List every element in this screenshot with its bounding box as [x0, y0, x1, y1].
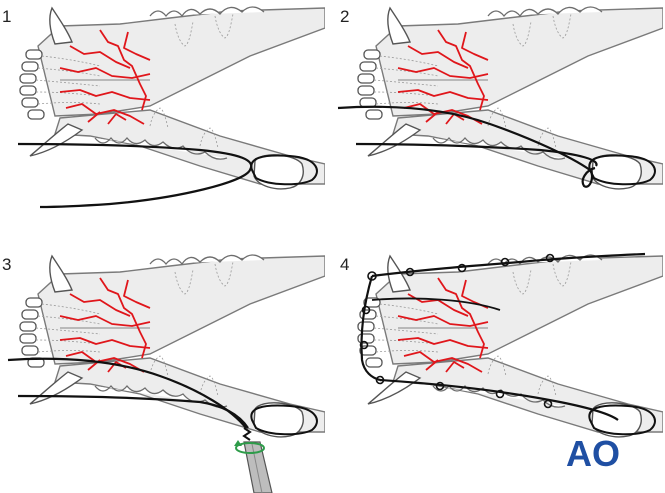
wire [355, 142, 598, 167]
panel-label: 3 [2, 255, 11, 274]
wire-loop [588, 404, 656, 436]
panel-4: 4 [340, 252, 663, 438]
wire [379, 378, 619, 421]
wire [17, 142, 253, 209]
panel-label: 4 [340, 255, 349, 274]
panel-1: 1 [2, 6, 325, 209]
wire [360, 275, 381, 382]
wire-loop [588, 154, 656, 186]
wire-loop [250, 154, 318, 186]
wire [371, 252, 646, 278]
wire [337, 105, 596, 188]
panel-label: 2 [340, 7, 349, 26]
panel-2: 2 [337, 6, 663, 190]
wire-twist [242, 427, 252, 441]
wire-knots [359, 253, 555, 409]
ao-logo: AO [566, 433, 620, 474]
wire [371, 297, 501, 311]
wire-loop [250, 404, 318, 436]
panel-3: 3 [2, 254, 325, 493]
panel-label: 1 [2, 7, 11, 26]
rotation-arrow-icon [234, 440, 265, 454]
pliers-icon [243, 441, 273, 493]
wire [17, 394, 249, 429]
